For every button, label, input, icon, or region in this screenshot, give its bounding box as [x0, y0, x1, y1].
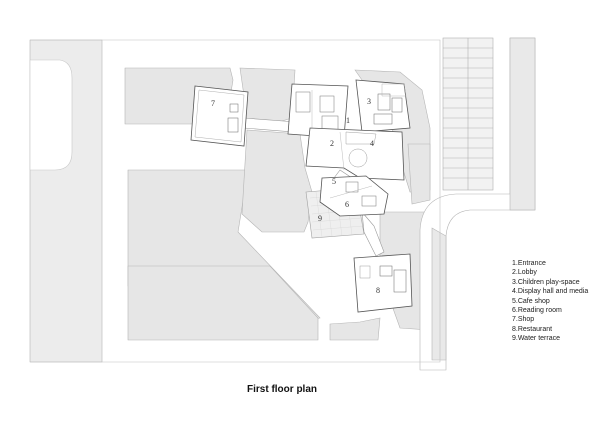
- room-number-9: 9: [318, 214, 322, 223]
- parking-lot: [442, 37, 494, 191]
- legend-item: 5.Cafe shop: [512, 297, 550, 305]
- legend-item: 3.Children play-space: [512, 278, 580, 286]
- room-number-6: 6: [345, 200, 349, 209]
- building-3-children: [355, 79, 411, 133]
- room-number-7: 7: [211, 99, 215, 108]
- building-7-shop: [190, 85, 249, 147]
- room-number-5: 5: [332, 177, 336, 186]
- legend-item: 4.Display hall and media: [512, 288, 589, 296]
- legend-item: 6.Reading room: [512, 307, 562, 315]
- plan-title: First floor plan: [247, 384, 317, 395]
- plan-caption: First floor plan: [0, 384, 600, 395]
- room-number-2: 2: [330, 139, 334, 148]
- legend-item: 1.Entrance: [512, 260, 546, 267]
- legend-item: 9.Water terrace: [512, 335, 560, 343]
- room-number-8: 8: [376, 286, 380, 295]
- road: [419, 37, 536, 371]
- building-2-lobby-block: [287, 83, 349, 139]
- room-number-3: 3: [367, 97, 371, 106]
- room-number-labels: 1 2 3 4 5 6 7 8 9: [211, 97, 380, 295]
- room-number-1: 1: [346, 116, 350, 125]
- site-boundary: [30, 39, 441, 363]
- building-8-restaurant: [353, 253, 413, 313]
- legend-item: 8.Restaurant: [512, 325, 553, 333]
- legend-item: 2.Lobby: [512, 269, 537, 277]
- room-number-4: 4: [370, 139, 374, 148]
- legend-item: 7.Shop: [512, 316, 535, 324]
- room-legend: 1.Entrance 2.Lobby 3.Children play-space…: [512, 259, 588, 344]
- site-ground: [29, 39, 431, 363]
- building-1-2-4-center: [305, 127, 405, 181]
- building-5-6-reading: [319, 175, 389, 217]
